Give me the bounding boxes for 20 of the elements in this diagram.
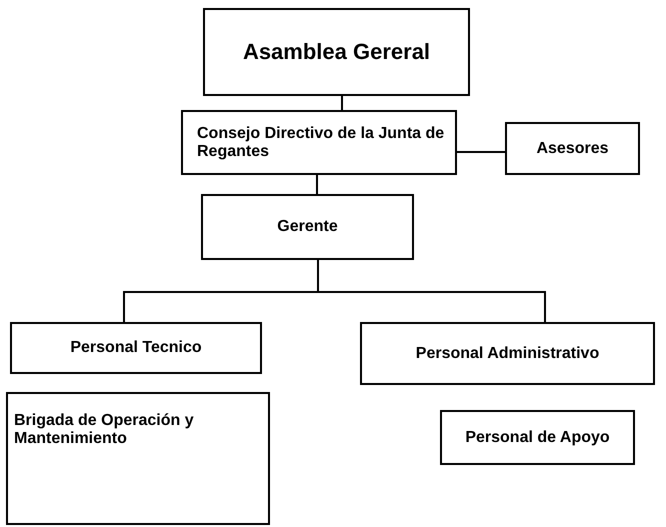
org-box [6,392,270,525]
box-label: Gerente [277,218,338,236]
connector-line [317,260,546,322]
org-box [505,122,640,175]
box-label: Asamblea Gereral [242,40,430,64]
org-box [203,8,470,96]
connector-line [316,175,318,194]
connector-line [457,151,505,153]
box-label: Brigada de Operación y Mantenimiento [14,412,195,448]
org-box [360,322,655,385]
box-label: Personal de Apoyo [465,428,610,446]
box-label: Personal Tecnico [70,339,202,357]
org-box [10,322,262,374]
connector-line [341,96,343,110]
box-label: Asesores [536,140,609,158]
org-box [181,110,457,175]
box-label: Personal Administrativo [416,344,600,362]
box-label: Consejo Directivo de la Junta de Regantes [197,124,446,160]
org-box [201,194,414,260]
org-box [440,410,635,465]
